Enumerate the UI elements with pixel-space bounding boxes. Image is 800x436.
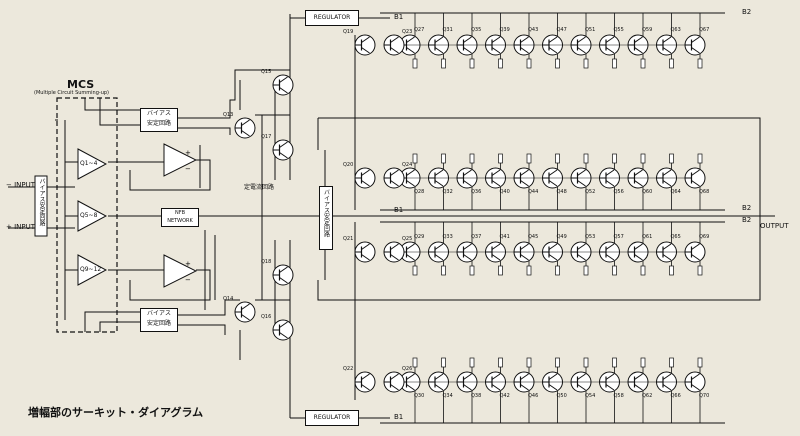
mcs-stage-3: Q9~12	[77, 254, 107, 286]
label-q23: Q23	[402, 29, 413, 35]
diagram-caption: 増幅部のサーキット・ダイアグラム	[28, 406, 204, 419]
label-q67: Q67	[699, 27, 710, 33]
constant-current-label: 定電流回路	[244, 184, 275, 191]
label-q21: Q21	[343, 236, 354, 242]
label-q14: Q14	[223, 296, 234, 302]
label-q45: Q45	[528, 234, 539, 240]
label-q35: Q35	[471, 27, 482, 33]
mcs-title: MCS	[67, 78, 95, 91]
label-q42: Q42	[499, 393, 510, 399]
label-q55: Q55	[613, 27, 624, 33]
regulator-top: REGULATOR	[305, 10, 359, 26]
opamp-lower: +−	[163, 254, 197, 288]
label-q66: Q66	[670, 393, 681, 399]
center-bias-box: バイアス安定回路	[319, 186, 333, 250]
bias-block-bottom-line2: 安定回路	[146, 320, 171, 327]
label-q68: Q68	[699, 189, 710, 195]
label-q20: Q20	[343, 162, 354, 168]
label-q53: Q53	[585, 234, 596, 240]
output-label: OUTPUT	[760, 222, 789, 230]
label-q65: Q65	[670, 234, 681, 240]
bias-block-top-line2: 安定回路	[146, 120, 171, 127]
rail-b2-mid-lower: B2	[742, 216, 752, 224]
label-q13: Q13	[223, 112, 234, 118]
bias-block-top-line1: バイアス	[146, 110, 171, 117]
svg-text:+: +	[185, 149, 191, 157]
label-q18: Q18	[261, 259, 272, 265]
label-q46: Q46	[528, 393, 539, 399]
plus-input-label: + INPUT	[6, 223, 36, 231]
nfb-line1: NFB	[174, 210, 186, 216]
label-q50: Q50	[556, 393, 567, 399]
mcs-stage-1-label: Q1~4	[80, 160, 98, 167]
label-q52: Q52	[585, 189, 596, 195]
rail-b1-top: B1	[394, 13, 404, 21]
center-bias-label: バイアス安定回路	[322, 189, 330, 237]
svg-text:−: −	[185, 276, 191, 284]
regulator-bottom: REGULATOR	[305, 410, 359, 426]
label-q38: Q38	[471, 393, 482, 399]
svg-text:−: −	[185, 165, 191, 173]
label-q24: Q24	[402, 162, 413, 168]
bias-block-bottom-line1: バイアス	[146, 310, 171, 317]
mcs-stage-1: Q1~4	[77, 148, 107, 180]
mcs-stage-3-label: Q9~12	[80, 266, 102, 273]
label-q54: Q54	[585, 393, 596, 399]
label-q33: Q33	[442, 234, 453, 240]
nfb-line2: NETWORK	[167, 218, 193, 224]
label-q37: Q37	[471, 234, 482, 240]
label-q49: Q49	[556, 234, 567, 240]
label-q25: Q25	[402, 236, 413, 242]
bias-block-top: バイアス 安定回路	[140, 108, 178, 132]
minus-input-label: − INPUT	[6, 181, 36, 189]
mcs-subtitle: (Multiple Circuit Summing-up)	[34, 90, 109, 96]
label-q34: Q34	[442, 393, 453, 399]
nfb-network-box: NFB NETWORK	[161, 208, 199, 227]
label-q51: Q51	[585, 27, 596, 33]
label-q61: Q61	[642, 234, 653, 240]
label-q70: Q70	[699, 393, 710, 399]
mcs-stage-2: Q5~8	[77, 200, 107, 232]
label-q36: Q36	[471, 189, 482, 195]
label-q29: Q29	[414, 234, 425, 240]
rail-b1-mid: B1	[394, 206, 404, 214]
opamp-upper: +−	[163, 143, 197, 177]
rail-b2-top: B2	[742, 8, 752, 16]
label-q69: Q69	[699, 234, 710, 240]
label-q32: Q32	[442, 189, 453, 195]
label-q16: Q16	[261, 314, 272, 320]
label-q30: Q30	[414, 393, 425, 399]
label-q57: Q57	[613, 234, 624, 240]
bias-block-bottom: バイアス 安定回路	[140, 308, 178, 332]
label-q60: Q60	[642, 189, 653, 195]
label-q56: Q56	[613, 189, 624, 195]
label-q22: Q22	[343, 366, 354, 372]
svg-text:+: +	[185, 260, 191, 268]
label-q44: Q44	[528, 189, 539, 195]
label-q63: Q63	[670, 27, 681, 33]
label-q15: Q15	[261, 69, 272, 75]
label-q27: Q27	[414, 27, 425, 33]
label-q39: Q39	[499, 27, 510, 33]
label-q26: Q26	[402, 366, 413, 372]
label-q47: Q47	[556, 27, 567, 33]
label-q40: Q40	[499, 189, 510, 195]
mcs-stage-2-label: Q5~8	[80, 212, 98, 219]
label-q58: Q58	[613, 393, 624, 399]
label-q43: Q43	[528, 27, 539, 33]
input-bias-label: バイアス安定回路	[38, 178, 45, 226]
label-q28: Q28	[414, 189, 425, 195]
label-q17: Q17	[261, 134, 272, 140]
rail-b1-bottom: B1	[394, 413, 404, 421]
label-q62: Q62	[642, 393, 653, 399]
label-q31: Q31	[442, 27, 453, 33]
label-q59: Q59	[642, 27, 653, 33]
label-q48: Q48	[556, 189, 567, 195]
label-q19: Q19	[343, 29, 354, 35]
rail-b2-mid-upper: B2	[742, 204, 752, 212]
label-q41: Q41	[499, 234, 510, 240]
label-q64: Q64	[670, 189, 681, 195]
